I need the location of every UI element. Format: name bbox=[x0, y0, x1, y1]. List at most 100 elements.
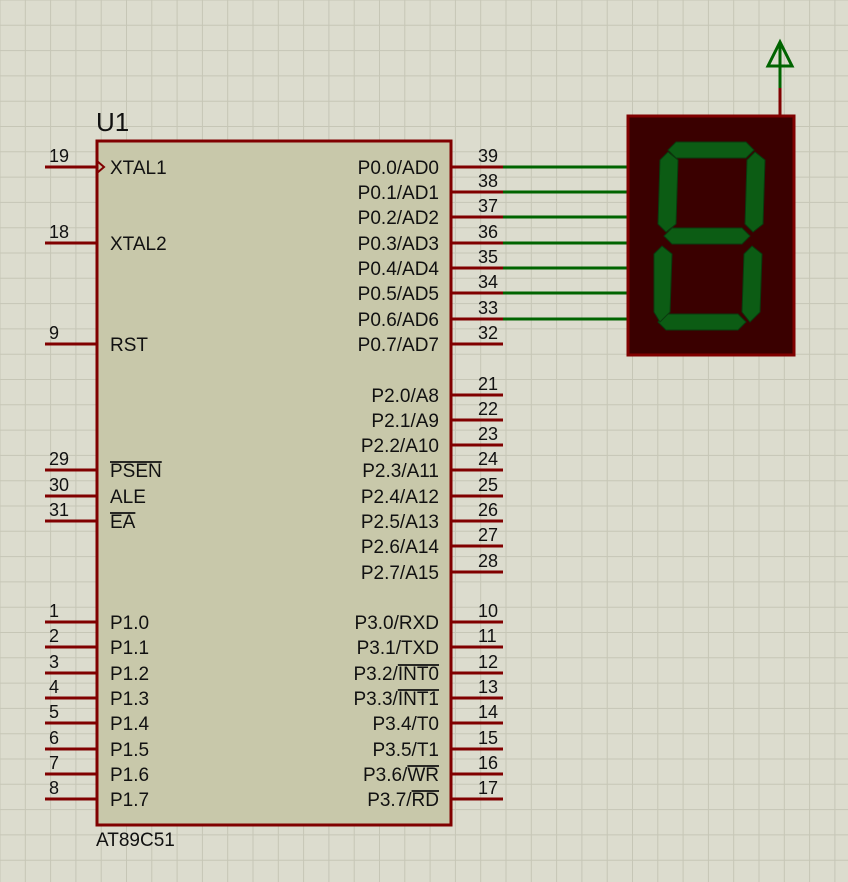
pin-number-31: 31 bbox=[49, 500, 69, 520]
pin-label-7: P1.6 bbox=[110, 765, 149, 786]
segment-b bbox=[744, 151, 766, 233]
pin-label-8: P1.7 bbox=[110, 790, 149, 811]
pin-label-35: P0.4/AD4 bbox=[358, 259, 440, 280]
pin-label-18: XTAL2 bbox=[110, 234, 167, 255]
pin-label-27: P2.6/A14 bbox=[361, 537, 440, 558]
pin-number-15: 15 bbox=[478, 728, 498, 748]
right-pins: 39P0.0/AD038P0.1/AD137P0.2/AD236P0.3/AD3… bbox=[353, 146, 503, 811]
pin-number-17: 17 bbox=[478, 778, 498, 798]
pin-number-37: 37 bbox=[478, 196, 498, 216]
pin-7[interactable]: 7P1.6 bbox=[45, 753, 149, 786]
pin-5[interactable]: 5P1.4 bbox=[45, 702, 150, 735]
left-pins: 19XTAL118XTAL29RST29PSEN30ALE31EA1P1.02P… bbox=[45, 146, 167, 811]
pin-label-23: P2.2/A10 bbox=[361, 436, 439, 457]
pin-number-29: 29 bbox=[49, 449, 69, 469]
segment-d bbox=[657, 313, 747, 331]
segment-a bbox=[667, 141, 755, 159]
pin-4[interactable]: 4P1.3 bbox=[45, 677, 149, 710]
pin-6[interactable]: 6P1.5 bbox=[45, 728, 149, 761]
pin-number-34: 34 bbox=[478, 272, 498, 292]
pin-label-22: P2.1/A9 bbox=[371, 411, 439, 432]
p0-display-nets bbox=[503, 165, 628, 321]
pin-8[interactable]: 8P1.7 bbox=[45, 778, 149, 811]
pin-label-19: XTAL1 bbox=[110, 158, 167, 179]
power-terminal-arrow-icon[interactable] bbox=[765, 38, 795, 68]
pin-label-5: P1.4 bbox=[110, 714, 150, 735]
pin-number-14: 14 bbox=[478, 702, 498, 722]
u1-component[interactable]: U1 AT89C51 19XTAL118XTAL29RST29PSEN30ALE… bbox=[45, 107, 503, 851]
pin-3[interactable]: 3P1.2 bbox=[45, 652, 149, 685]
pin-number-39: 39 bbox=[478, 146, 498, 166]
pin-label-11: P3.1/TXD bbox=[357, 638, 439, 659]
pin-label-38: P0.1/AD1 bbox=[358, 183, 439, 204]
seven-segment-display[interactable] bbox=[626, 38, 796, 357]
pin-label-29: PSEN bbox=[110, 461, 162, 482]
pin-number-26: 26 bbox=[478, 500, 498, 520]
pin-label-3: P1.2 bbox=[110, 664, 149, 685]
pin-2[interactable]: 2P1.1 bbox=[45, 626, 149, 659]
pin-label-31: EA bbox=[110, 512, 136, 533]
pin-number-8: 8 bbox=[49, 778, 59, 798]
pin-number-6: 6 bbox=[49, 728, 59, 748]
u1-part-label: AT89C51 bbox=[96, 830, 175, 851]
pin-label-28: P2.7/A15 bbox=[361, 563, 439, 584]
pin-number-35: 35 bbox=[478, 247, 498, 267]
pin-label-30: ALE bbox=[110, 487, 146, 508]
pin-number-22: 22 bbox=[478, 399, 498, 419]
pin-label-14: P3.4/T0 bbox=[372, 714, 439, 735]
u1-ref-label: U1 bbox=[96, 107, 129, 137]
pin-number-10: 10 bbox=[478, 601, 498, 621]
pin-number-4: 4 bbox=[49, 677, 59, 697]
pin-label-6: P1.5 bbox=[110, 740, 149, 761]
pin-number-1: 1 bbox=[49, 601, 59, 621]
pin-label-2: P1.1 bbox=[110, 638, 149, 659]
pin-number-19: 19 bbox=[49, 146, 69, 166]
pin-number-25: 25 bbox=[478, 475, 498, 495]
pin-number-33: 33 bbox=[478, 298, 498, 318]
pin-number-30: 30 bbox=[49, 475, 69, 495]
pin-label-21: P2.0/A8 bbox=[371, 386, 439, 407]
pin-label-4: P1.3 bbox=[110, 689, 149, 710]
segment-f bbox=[657, 151, 679, 233]
pin-label-12: P3.2/INT0 bbox=[353, 664, 439, 685]
segment-c bbox=[741, 245, 763, 323]
pin-number-16: 16 bbox=[478, 753, 498, 773]
pin-number-28: 28 bbox=[478, 551, 498, 571]
pin-number-21: 21 bbox=[478, 374, 498, 394]
u1-body[interactable] bbox=[95, 139, 453, 827]
pin-number-7: 7 bbox=[49, 753, 59, 773]
pin-1[interactable]: 1P1.0 bbox=[45, 601, 149, 634]
pin-number-3: 3 bbox=[49, 652, 59, 672]
